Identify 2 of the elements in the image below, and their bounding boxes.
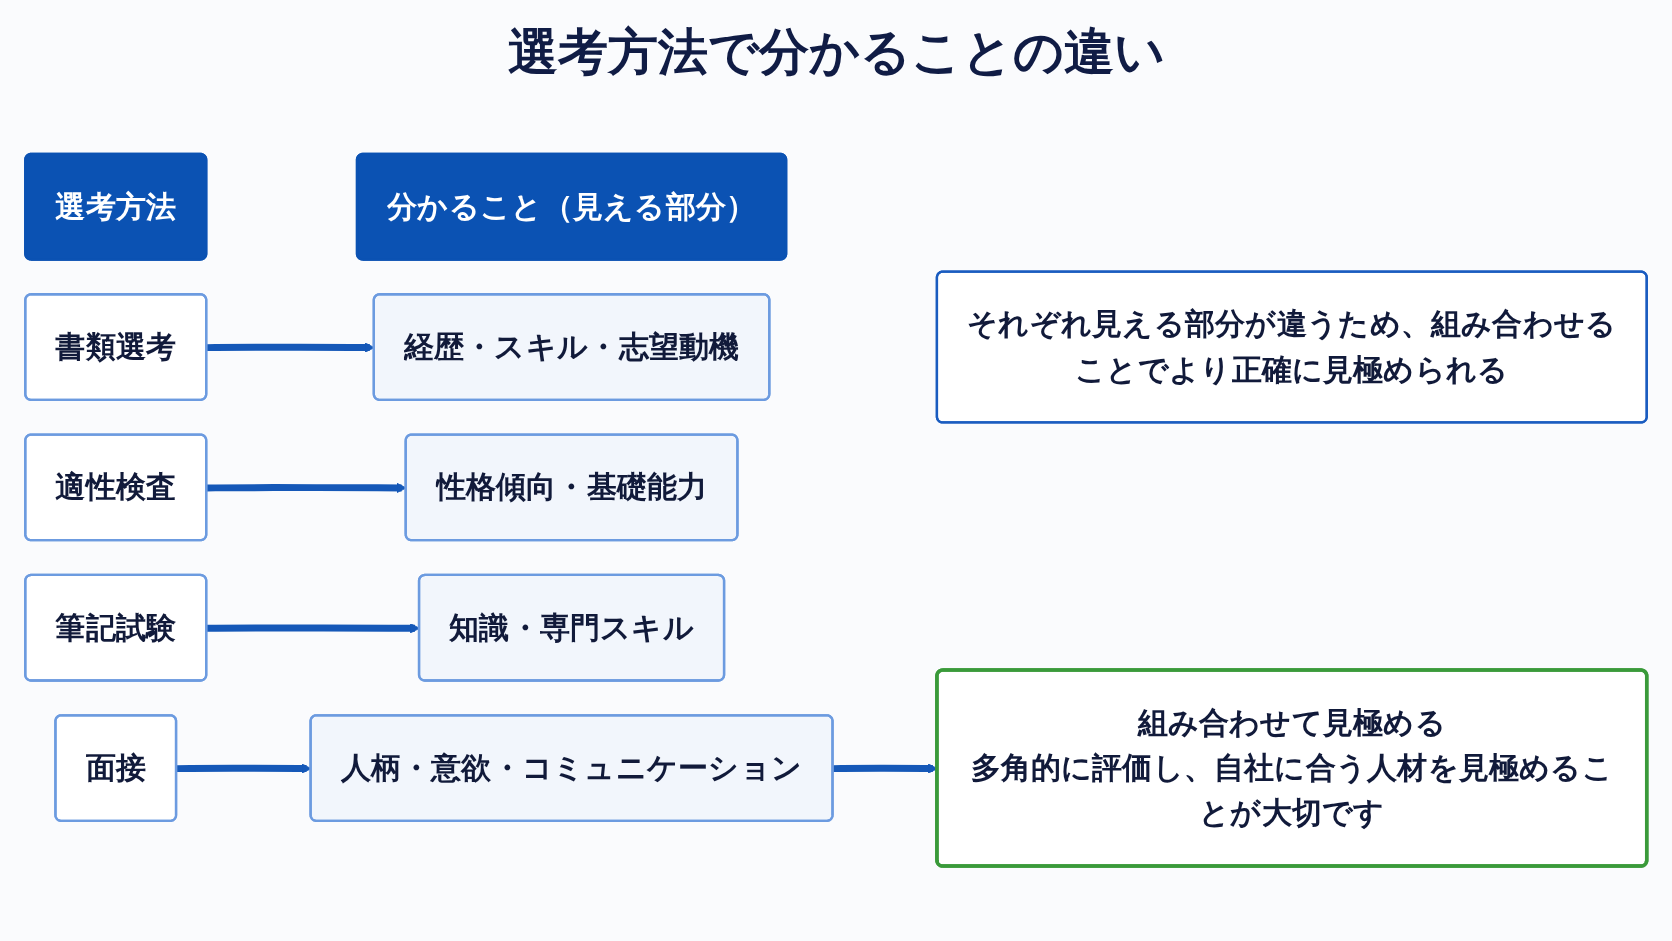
arrow (833, 763, 938, 774)
title: 選考方法で分かることの違い (507, 22, 1165, 82)
